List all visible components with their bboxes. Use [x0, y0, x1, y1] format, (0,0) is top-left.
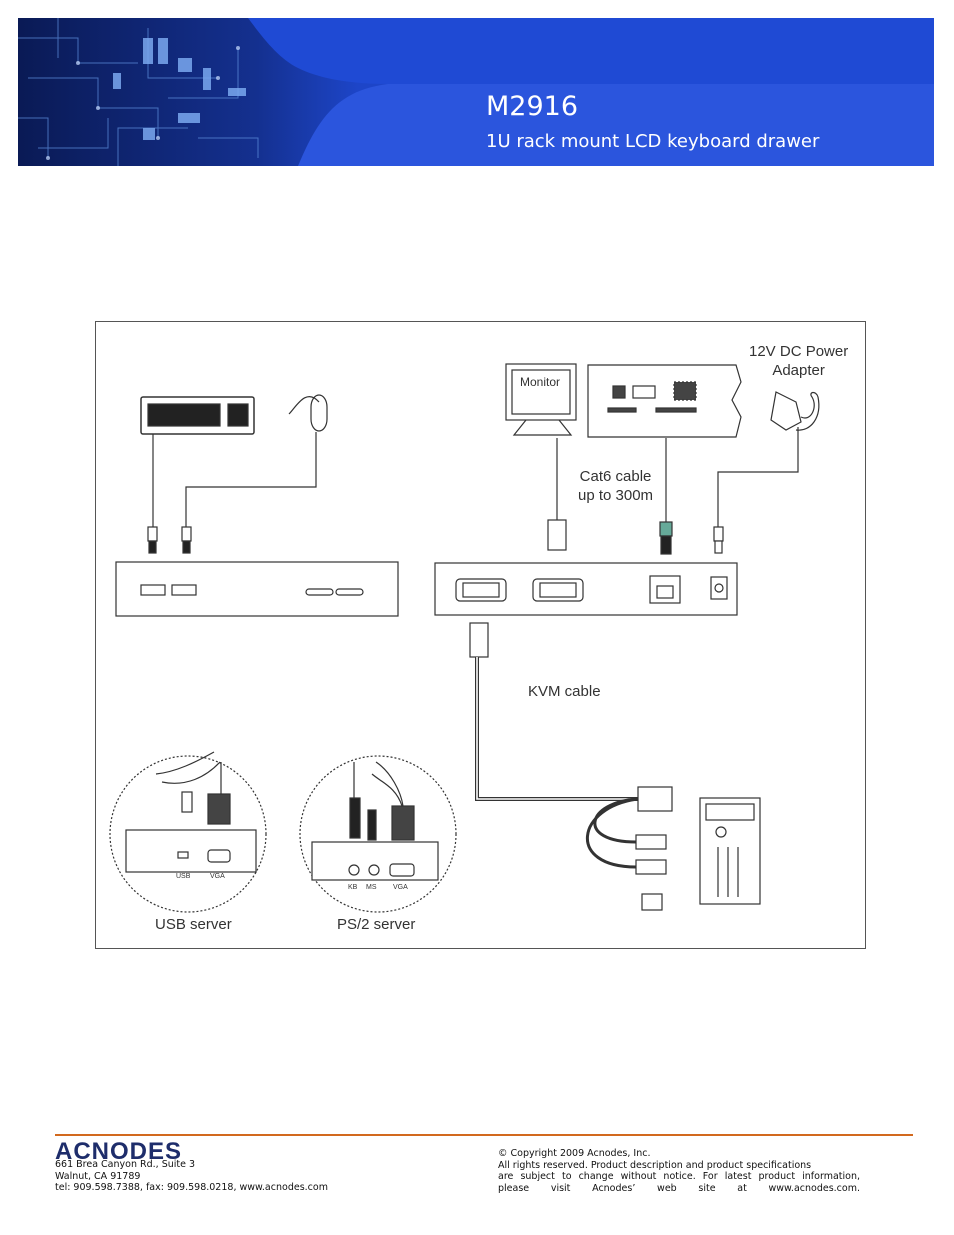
vga-port-ps2-label: VGA	[393, 884, 408, 891]
address-line: Walnut, CA 91789	[55, 1170, 141, 1182]
mouse-icon	[288, 394, 328, 432]
copyright-notice: © Copyright 2009 Acnodes, Inc. All right…	[498, 1148, 860, 1194]
company-address: 661 Brea Canyon Rd., Suite 3 Walnut, CA …	[55, 1159, 328, 1194]
address-line: tel: 909.598.7388, fax: 909.598.0218, ww…	[55, 1182, 328, 1194]
usb-port-label: USB	[176, 873, 191, 880]
server-tower-icon	[699, 797, 761, 905]
copyright-line: please visit Acnodes’ web site at www.ac…	[498, 1182, 860, 1194]
monitor-label: Monitor	[520, 375, 561, 389]
header-banner: M2916 1U rack mount LCD keyboard drawer	[18, 18, 934, 166]
banner-curve	[248, 18, 934, 166]
copyright-line: are subject to change without notice. Fo…	[498, 1171, 860, 1183]
page-title: M2916	[486, 91, 579, 122]
monitor-icon	[505, 363, 577, 436]
vga-port-label: VGA	[210, 873, 225, 880]
kvm-cable-label: KVM cable	[528, 683, 601, 700]
diagram-drawing	[109, 363, 820, 913]
footer-rule	[55, 1134, 913, 1136]
rear-panel-icon	[587, 364, 742, 438]
ps2-server-icon	[299, 755, 457, 913]
address-line: 661 Brea Canyon Rd., Suite 3	[55, 1159, 196, 1170]
kb-port-label: KB	[348, 884, 358, 891]
page-subtitle: 1U rack mount LCD keyboard drawer	[486, 131, 820, 152]
cat6-cable-label: Cat6 cable up to 300m	[578, 468, 654, 504]
power-adapter-icon	[717, 391, 820, 527]
acnodes-logo: ACNODES	[55, 1138, 183, 1165]
remote-unit-icon	[434, 562, 738, 616]
copyright-line: All rights reserved. Product description…	[498, 1159, 812, 1171]
ps2-server-label: PS/2 server	[337, 916, 416, 933]
usb-server-icon	[109, 751, 267, 913]
local-unit-icon	[115, 561, 399, 617]
ms-port-label: MS	[366, 884, 377, 891]
keyboard-icon	[140, 396, 255, 435]
usb-server-label: USB server	[155, 916, 232, 933]
power-adapter-label: 12V DC Power Adapter	[749, 343, 849, 379]
copyright-line: © Copyright 2009 Acnodes, Inc.	[498, 1148, 651, 1159]
connection-diagram: 12V DC Power Adapter Monitor Cat6 cable …	[95, 321, 866, 949]
